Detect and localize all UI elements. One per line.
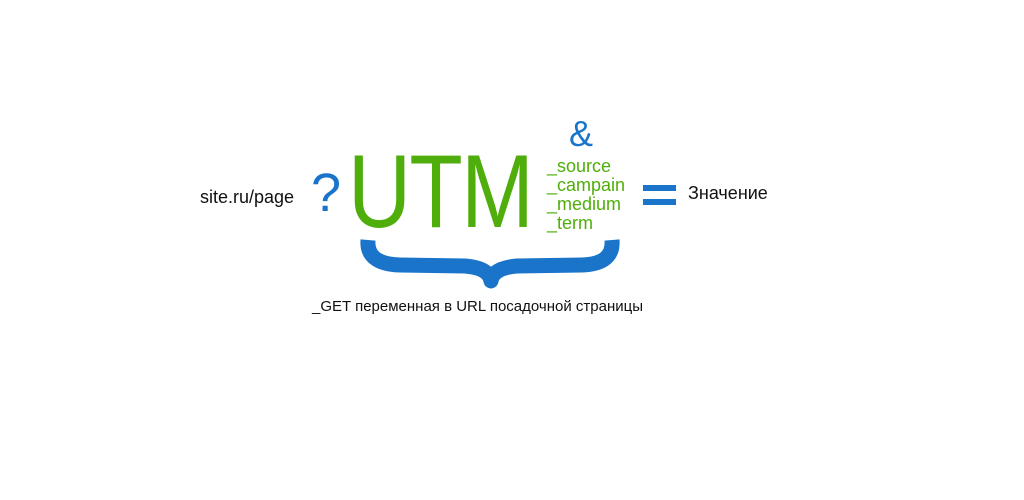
question-mark: ? — [311, 163, 342, 223]
equals-icon — [643, 185, 676, 205]
caption: _GET переменная в URL посадочной страниц… — [312, 298, 643, 315]
utm-title: UTM — [348, 134, 534, 250]
param-source: _source — [547, 156, 612, 176]
utm-param-list: _source _campain _medium _term — [547, 157, 625, 233]
ampersand: & — [569, 113, 594, 154]
param-campain: _campain — [547, 175, 626, 195]
param-term: _term — [547, 213, 594, 233]
value-label: Значение — [688, 183, 768, 203]
param-medium: _medium — [547, 194, 622, 214]
base-url-label: site.ru/page — [200, 187, 295, 207]
